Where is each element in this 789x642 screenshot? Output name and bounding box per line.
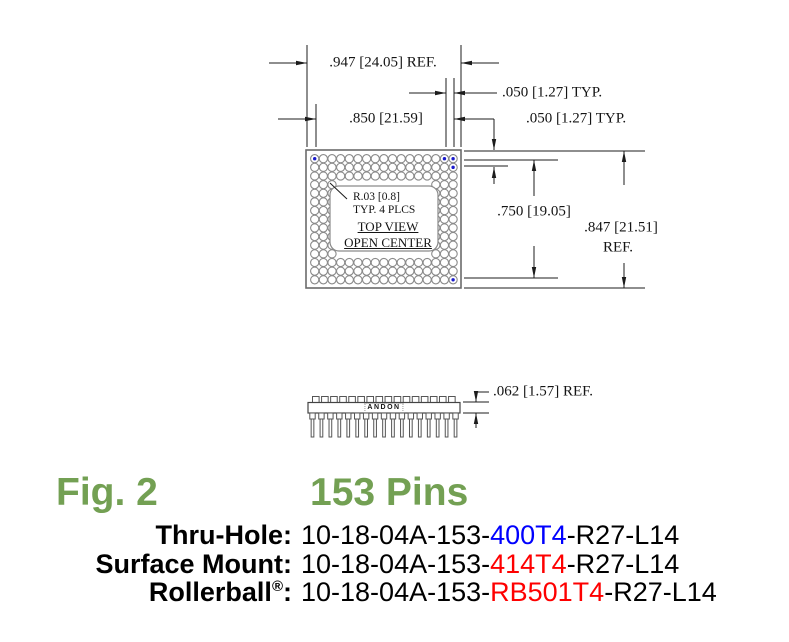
dim-overall-height-label: .847 [21.51] [584, 219, 658, 236]
figure-number: Fig. 2 [56, 471, 158, 514]
dim-overall-height-ref: REF. [602, 239, 634, 256]
dim-pin-pitch-label: .050 [1.27] TYP. [502, 84, 603, 101]
surface-mount-label: Surface Mount: [95, 548, 292, 579]
corner-radius-note-line1: R.03 [0.8] [353, 191, 400, 203]
brand-label: ANDON [364, 403, 404, 413]
surface-mount-part-number: 10-18-04A-153-414T4-R27-L14 [301, 548, 789, 579]
corner-radius-note-line2: TYP. 4 PLCS [353, 204, 416, 216]
dim-pin-span-h-label: .850 [21.59] [349, 110, 423, 127]
rollerball-label-text: Rollerball [148, 577, 272, 607]
rollerball-label: Rollerball®: [0, 578, 292, 607]
part-highlight: 414T4 [490, 548, 567, 579]
part-suffix: -R27-L14 [566, 520, 680, 550]
rollerball-part-number: 10-18-04A-153-RB501T4-R27-L14 [301, 578, 789, 607]
rollerball-label-colon: : [283, 577, 292, 607]
thru-hole-label: Thru-Hole: [155, 520, 292, 550]
open-center-label: OPEN CENTER [344, 235, 432, 250]
thru-hole-part-number: 10-18-04A-153-400T4-R27-L14 [301, 521, 789, 550]
part-highlight: 400T4 [490, 520, 567, 550]
dim-edge-offset-label: .050 [1.27] TYP. [526, 110, 627, 127]
part-prefix: 10-18-04A-153- [301, 548, 491, 579]
part-prefix: 10-18-04A-153- [301, 520, 491, 550]
part-number-row-rollerball: Rollerball®: 10-18-04A-153-RB501T4-R27-L… [0, 578, 789, 607]
part-suffix: -R27-L14 [566, 548, 680, 579]
registered-mark: ® [271, 578, 283, 595]
part-suffix: -R27-L14 [604, 577, 717, 607]
part-prefix: 10-18-04A-153- [301, 577, 491, 607]
part-number-row-surface-mount: Surface Mount: 10-18-04A-153-414T4-R27-L… [0, 548, 789, 579]
top-view-label: TOP VIEW [357, 219, 419, 234]
dim-overall-width-label: .947 [24.05] REF. [329, 54, 437, 71]
pin-count-title: 153 Pins [310, 471, 469, 514]
dim-body-thickness-label: .062 [1.57] REF. [493, 383, 594, 400]
dim-pin-span-v-label: .750 [19.05] [497, 203, 571, 220]
part-number-row-thru-hole: Thru-Hole: 10-18-04A-153-400T4-R27-L14 [0, 521, 789, 550]
part-number-table: Thru-Hole: 10-18-04A-153-400T4-R27-L14 S… [0, 521, 789, 607]
part-highlight: RB501T4 [490, 577, 605, 607]
